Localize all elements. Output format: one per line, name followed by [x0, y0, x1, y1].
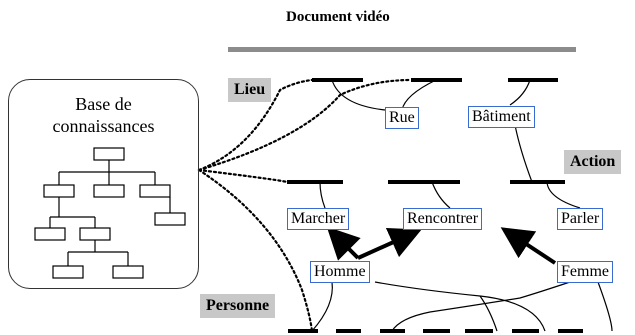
- arrow-femme-rencontrer: [500, 227, 557, 265]
- knowledge-base-box: Base de connaissances: [8, 79, 199, 289]
- concept-parler: Parler: [557, 208, 604, 230]
- category-lieu: Lieu: [228, 78, 272, 102]
- document-title: Document vidéo: [286, 9, 390, 25]
- concept-femme: Femme: [557, 261, 613, 283]
- relation-arrows: [326, 226, 557, 265]
- concept-batiment: Bâtiment: [468, 106, 535, 128]
- arrow-homme-rencontrer: [357, 227, 422, 260]
- concept-rue: Rue: [385, 107, 419, 129]
- concept-links: [311, 79, 613, 332]
- kb-links: [197, 78, 413, 333]
- document-bar: [228, 47, 576, 52]
- knowledge-base-title-line2: connaissances: [52, 116, 155, 136]
- concept-marcher: Marcher: [287, 208, 350, 230]
- concept-homme: Homme: [310, 261, 370, 283]
- kb-tree: [34, 147, 186, 279]
- tree-edges: [49, 160, 171, 266]
- knowledge-base-title: Base de connaissances: [9, 93, 198, 137]
- category-action: Action: [564, 150, 622, 174]
- arrow-homme-marcher: [326, 226, 361, 261]
- knowledge-base-title-line1: Base de: [75, 94, 132, 114]
- concept-rencontrer: Rencontrer: [403, 208, 483, 230]
- category-personne: Personne: [200, 294, 276, 318]
